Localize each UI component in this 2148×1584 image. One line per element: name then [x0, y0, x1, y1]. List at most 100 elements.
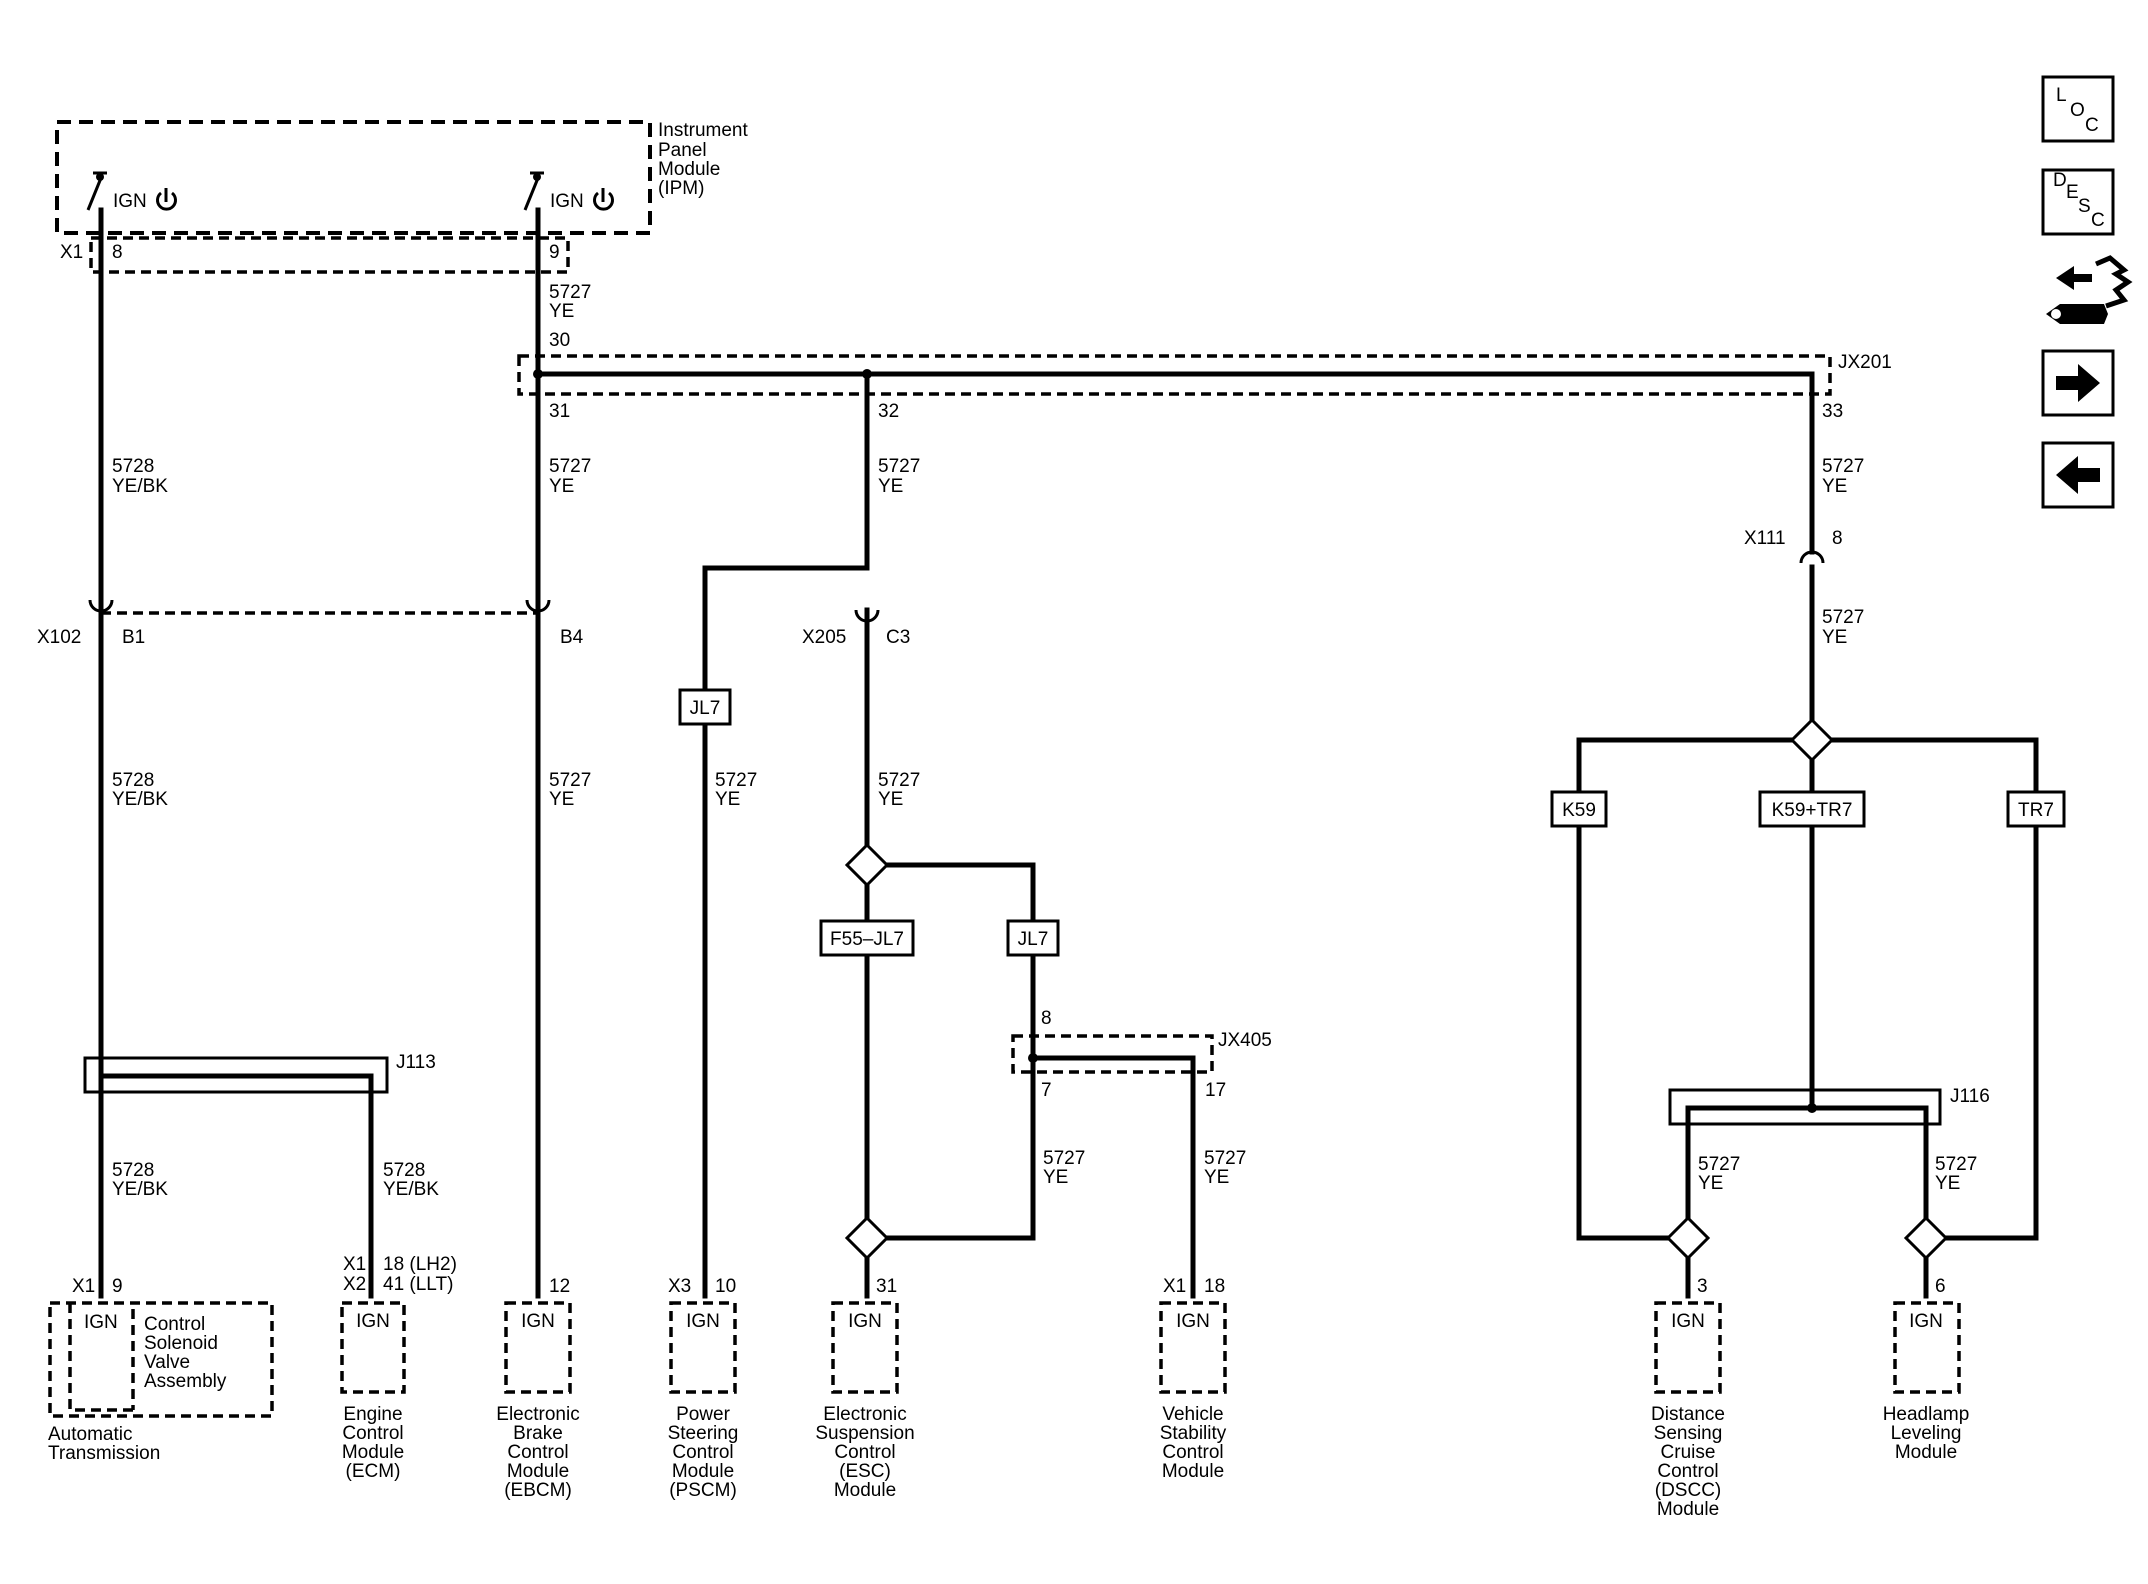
esc-name-3: Control	[834, 1442, 895, 1463]
junction-diamonds	[844, 717, 1949, 1261]
ecm-connector-1: X1	[343, 1254, 366, 1275]
vsm-pin: 18	[1204, 1276, 1225, 1297]
connector-x102: X102 B1 B4	[37, 599, 584, 648]
wire-color-yebk: YE/BK	[112, 476, 168, 497]
dscc-name-6: Module	[1657, 1499, 1719, 1520]
jx201-pin-30: 30	[549, 330, 570, 351]
connector-x102-label: X102	[37, 627, 81, 648]
ipm-pin-8: 8	[112, 242, 123, 263]
hlm-pin: 6	[1935, 1276, 1946, 1297]
pscm-name-2: Steering	[668, 1423, 739, 1444]
desc-button[interactable]: D E S C	[2041, 168, 2115, 236]
wire-label-5727: 5727	[1698, 1154, 1740, 1175]
dscc-name-1: Distance	[1651, 1404, 1725, 1425]
ecm-name-1: Engine	[343, 1404, 402, 1425]
vsm-connector: X1	[1163, 1276, 1186, 1297]
wire-color-yebk: YE/BK	[383, 1179, 439, 1200]
previous-arrow-icon	[2056, 456, 2100, 494]
vsm-name-1: Vehicle	[1162, 1404, 1223, 1425]
wire-color-ye: YE	[549, 301, 574, 322]
jx405-pin-7: 7	[1041, 1080, 1052, 1101]
option-jl7-vsm: JL7	[1006, 919, 1060, 957]
pscm-ign: IGN	[686, 1311, 720, 1332]
ecm-connector-2: X2	[343, 1274, 366, 1295]
pscm-pin: 10	[715, 1276, 736, 1297]
wire-color-ye: YE	[715, 789, 740, 810]
ecm-pin-1: 18 (LH2)	[383, 1254, 457, 1275]
dscc-name-3: Cruise	[1661, 1442, 1716, 1463]
wire-label-5728: 5728	[383, 1160, 425, 1181]
ecm-name-2: Control	[342, 1423, 403, 1444]
wire-color-yebk: YE/BK	[112, 1179, 168, 1200]
wire-label-5727: 5727	[549, 770, 591, 791]
wire-color-yebk: YE/BK	[112, 789, 168, 810]
module-dscc: 3 IGN Distance Sensing Cruise Control (D…	[1651, 1276, 1725, 1520]
hlm-name-3: Module	[1895, 1442, 1957, 1463]
hlm-ign: IGN	[1909, 1311, 1943, 1332]
ignition-switch-left-icon	[86, 171, 107, 211]
connector-x111-pin: 8	[1832, 528, 1843, 549]
esc-name-2: Suspension	[815, 1423, 914, 1444]
ecm-pin-2: 41 (LLT)	[383, 1274, 453, 1295]
option-k59-tr7: K59+TR7	[1758, 790, 1866, 828]
wire-color-ye: YE	[878, 789, 903, 810]
wire-label-5727: 5727	[1204, 1148, 1246, 1169]
module-esc: 31 IGN Electronic Suspension Control (ES…	[815, 1276, 914, 1501]
option-jl7-label: JL7	[1018, 929, 1049, 950]
connector-pin-b4: B4	[560, 627, 584, 648]
trans-name-2: Transmission	[48, 1443, 160, 1464]
loc-button[interactable]: L O C	[2041, 75, 2115, 143]
ipm-connector-x1: X1	[60, 242, 83, 263]
next-arrow-icon	[2056, 364, 2100, 402]
ecm-name-3: Module	[342, 1442, 404, 1463]
trans-ign: IGN	[84, 1312, 118, 1333]
option-k59: K59	[1550, 790, 1608, 828]
splice-jx405-label: JX405	[1218, 1030, 1272, 1051]
dscc-ign: IGN	[1671, 1311, 1705, 1332]
option-jl7-label: JL7	[690, 698, 721, 719]
previous-page-button[interactable]	[2041, 441, 2115, 509]
splice-jx405: JX405 8 7 17	[1011, 1008, 1272, 1101]
wire-label-5727: 5727	[878, 770, 920, 791]
wire-label-5728: 5728	[112, 770, 154, 791]
connector-x111: X111 8	[1744, 528, 1843, 564]
wire-label-5727: 5727	[1935, 1154, 1977, 1175]
connector-x111-label: X111	[1744, 528, 1786, 549]
module-pscm: X3 10 IGN Power Steering Control Module …	[668, 1276, 739, 1501]
trans-name-1: Automatic	[48, 1424, 132, 1445]
wire-label-5727: 5727	[1043, 1148, 1085, 1169]
option-f55-jl7-label: F55–JL7	[830, 929, 904, 950]
ebcm-name-2: Brake	[513, 1423, 563, 1444]
ipm-name-3: Module	[658, 159, 720, 180]
option-f55-jl7: F55–JL7	[819, 919, 915, 957]
module-ecm: X1 18 (LH2) X2 41 (LLT) IGN Engine Contr…	[340, 1254, 457, 1482]
ebcm-name-4: Module	[507, 1461, 569, 1482]
module-automatic-transmission: X1 9 IGN Control Solenoid Valve Assembly…	[48, 1276, 274, 1464]
loc-letter-o: O	[2070, 100, 2085, 121]
trans-inner-4: Assembly	[144, 1371, 227, 1392]
wire-color-ye: YE	[878, 476, 903, 497]
jx201-pin-33: 33	[1822, 401, 1843, 422]
wire-color-ye: YE	[1935, 1173, 1960, 1194]
connector-view-button[interactable]	[2046, 255, 2133, 324]
jx405-pin-17: 17	[1205, 1080, 1226, 1101]
ign-label-left: IGN	[113, 191, 147, 212]
vsm-name-2: Stability	[1160, 1423, 1227, 1444]
trans-connector: X1	[72, 1276, 95, 1297]
hlm-name-1: Headlamp	[1883, 1404, 1970, 1425]
pscm-name-3: Control	[672, 1442, 733, 1463]
connector-pin-b1: B1	[122, 627, 145, 648]
next-page-button[interactable]	[2041, 349, 2115, 417]
desc-letter-s: S	[2078, 196, 2091, 217]
dscc-pin: 3	[1697, 1276, 1708, 1297]
esc-name-1: Electronic	[823, 1404, 906, 1425]
module-vehicle-stability: X1 18 IGN Vehicle Stability Control Modu…	[1159, 1276, 1227, 1482]
splice-jx201: JX201 30 31 32 33	[517, 330, 1892, 422]
power-symbol-icon	[156, 188, 177, 211]
loc-letter-c: C	[2085, 115, 2099, 136]
connector-x205: X205 C3	[802, 609, 910, 648]
connector-pin-c3: C3	[886, 627, 910, 648]
splice-jx201-label: JX201	[1838, 352, 1892, 373]
wire-color-ye: YE	[1698, 1173, 1723, 1194]
